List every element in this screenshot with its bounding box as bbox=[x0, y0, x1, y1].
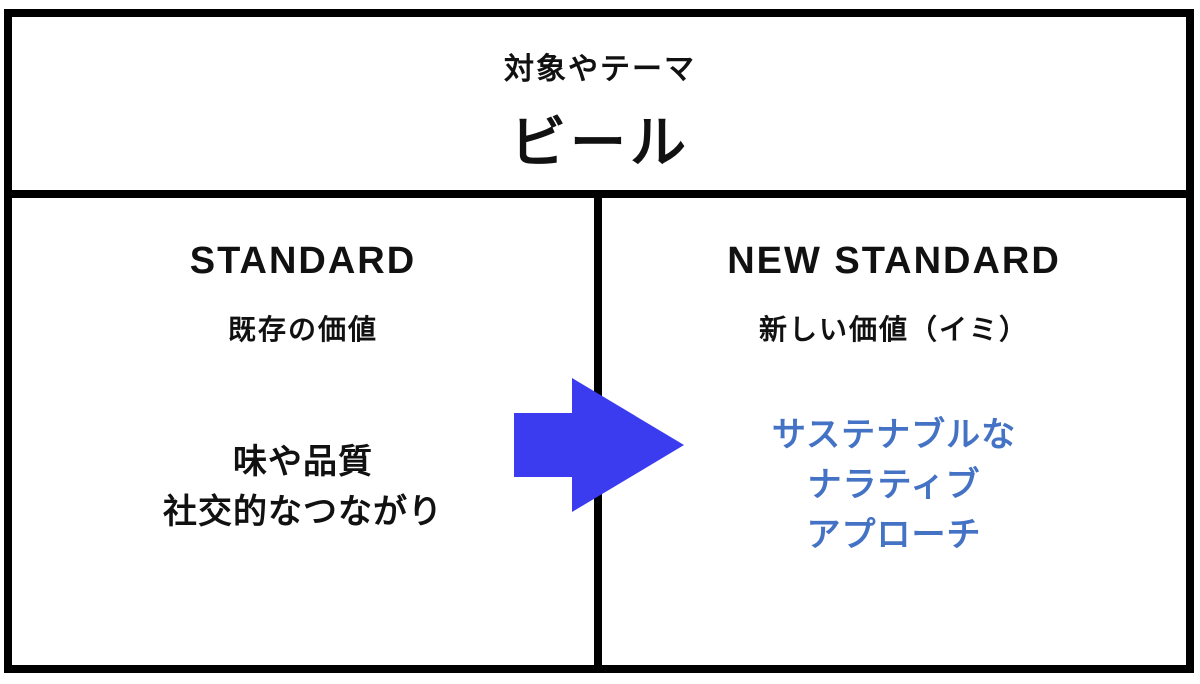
right-arrow-icon bbox=[514, 378, 684, 512]
theme-title: ビール bbox=[510, 111, 690, 176]
standard-value-line: 社交的なつながり bbox=[163, 492, 443, 532]
new-standard-value-line: サステナブルな bbox=[771, 415, 1017, 455]
new-standard-values: サステナブルな ナラティブ アプローチ bbox=[602, 410, 1186, 560]
new-standard-value-line: アプローチ bbox=[806, 515, 982, 555]
theme-label: 対象やテーマ bbox=[504, 52, 696, 87]
standard-value-line: 味や品質 bbox=[233, 442, 373, 482]
standard-subheading: 既存の価値 bbox=[227, 313, 378, 346]
new-standard-value-line: ナラティブ bbox=[807, 465, 981, 505]
new-standard-heading: NEW STANDARD bbox=[727, 240, 1061, 282]
standard-values: 味や品質 社交的なつながり bbox=[12, 437, 594, 537]
new-standard-subheading: 新しい価値（イミ） bbox=[758, 313, 1029, 346]
standard-heading: STANDARD bbox=[189, 240, 417, 282]
